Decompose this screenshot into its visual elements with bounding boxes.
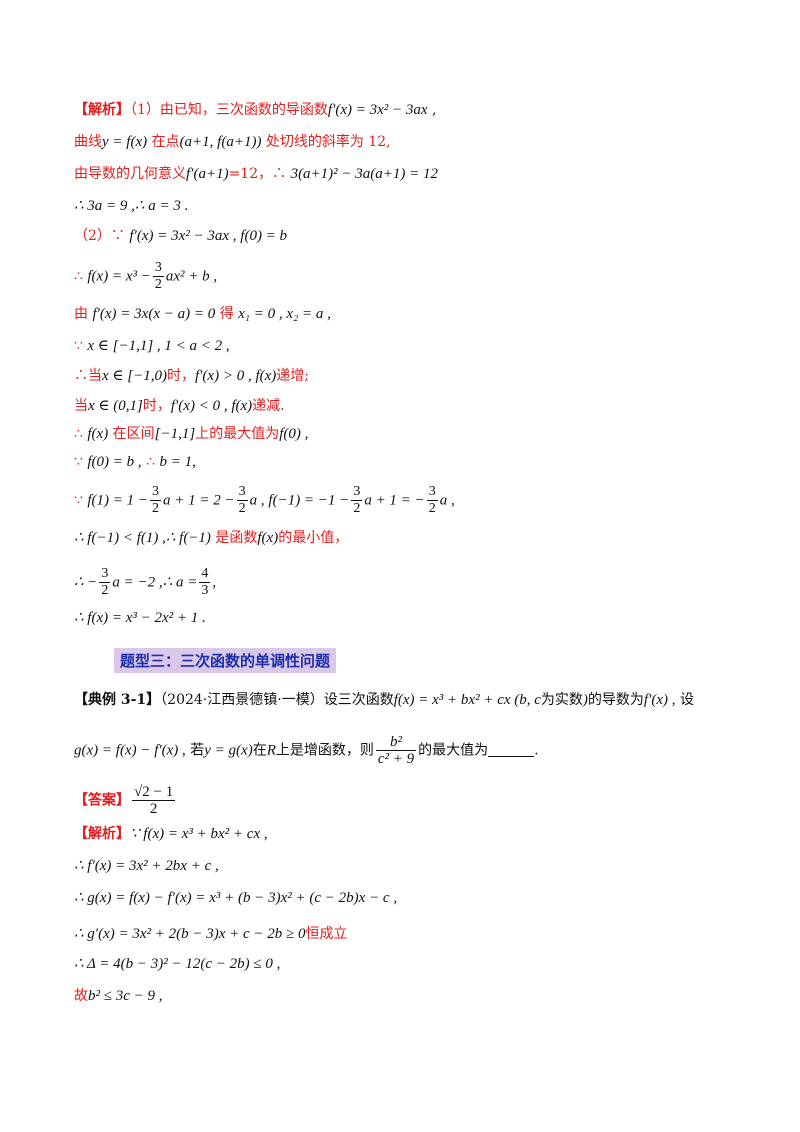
answer-blank bbox=[488, 742, 535, 757]
solution-1-line-3: 由导数的几何意义f′(a+1)=12，∴ 3(a+1)² − 3a(a+1) =… bbox=[74, 166, 439, 182]
solution-line-5: ∴ Δ = 4(b − 3)² − 12(c − 2b) ≤ 0 , bbox=[74, 956, 281, 972]
solution-line-3: ∴ g(x) = f(x) − f′(x) = x³ + (b − 3)x² +… bbox=[74, 890, 398, 906]
solution-2-line-4: ∵ x ∈ [−1,1] , 1 < a < 2 , bbox=[74, 338, 230, 354]
solution-line-6: 故b² ≤ 3c − 9 , bbox=[74, 988, 163, 1004]
solution-2-line-10: ∴ f(−1) < f(1) ,∴ f(−1) 是函数f(x)的最小值， bbox=[74, 530, 349, 546]
analysis-tag: 【解析】 bbox=[74, 102, 130, 118]
solution-2-line-12: ∴ f(x) = x³ − 2x² + 1 . bbox=[74, 610, 206, 626]
solution-2-line-3: 由 f′(x) = 3x(x − a) = 0 得 x₁ = 0 , x₂ = … bbox=[74, 306, 331, 322]
example-label: 【典例 3-1】 bbox=[74, 692, 161, 708]
solution-2-line-5: ∴当x ∈ [−1,0)时，f′(x) > 0 , f(x)递增; bbox=[74, 368, 309, 384]
solution-line-4: ∴ g′(x) = 3x² + 2(b − 3)x + c − 2b ≥ 0恒成… bbox=[74, 926, 348, 942]
example-line-1: 【典例 3-1】（2024·江西景德镇·一模）设三次函数f(x) = x³ + … bbox=[74, 692, 694, 708]
answer-tag: 【答案】 bbox=[74, 792, 130, 809]
solution-2-line-6: 当x ∈ (0,1]时，f′(x) < 0 , f(x)递减. bbox=[74, 398, 285, 414]
solution-1-line-2: 曲线y = f(x) 在点(a+1, f(a+1)) 处切线的斜率为 12, bbox=[74, 134, 391, 150]
analysis-tag-2: 【解析】 bbox=[74, 826, 130, 842]
solution-2-line-8: ∵ f(0) = b , ∴ b = 1, bbox=[74, 454, 196, 470]
solution-1-line-4: ∴ 3a = 9 ,∴ a = 3 . bbox=[74, 198, 189, 214]
solution-2-line-1: （2）∵ f′(x) = 3x² − 3ax , f(0) = b bbox=[74, 228, 288, 244]
solution-2-line-7: ∴ f(x) 在区间[−1,1]上的最大值为f(0) , bbox=[74, 426, 309, 442]
example-line-2: g(x) = f(x) − f′(x) , 若y = g(x)在R上是增函数，则… bbox=[74, 734, 539, 767]
solution-1-line-1: 【解析】（1）由已知，三次函数的导函数f′(x) = 3x² − 3ax , bbox=[74, 102, 437, 118]
solution-line-2: ∴ f′(x) = 3x² + 2bx + c , bbox=[74, 858, 219, 874]
section-title: 题型三：三次函数的单调性问题 bbox=[114, 648, 337, 673]
solution-line-1: 【解析】∵ f(x) = x³ + bx² + cx , bbox=[74, 826, 268, 842]
